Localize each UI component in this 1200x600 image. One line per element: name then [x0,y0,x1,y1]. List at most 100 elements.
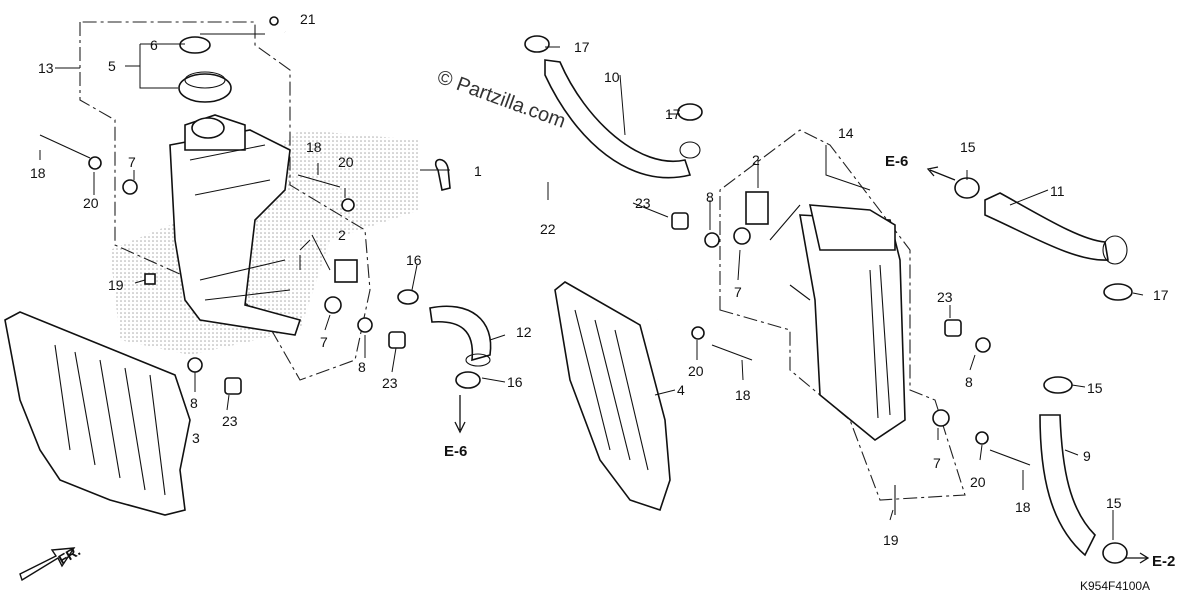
hose-band-part-1 [434,158,451,191]
callout-10: 10 [604,69,620,85]
callout-8-b: 8 [190,395,198,411]
callout-8-a: 8 [358,359,366,375]
left-shroud-part-3 [4,311,191,516]
callout-7-a: 7 [128,154,136,170]
callout-1: 1 [474,163,482,179]
hose-12-end [465,353,491,367]
front-arrow-icon [19,547,76,582]
left-shroud-louver-1 [54,344,166,496]
right-radiator-core [869,264,891,419]
callout-8-d: 8 [965,374,973,390]
washer-part-20-b [341,198,355,212]
bolt-part-18-d [989,449,1031,466]
hose-part-10 [544,59,692,179]
front-marker-label: FR. [56,542,84,567]
radiator-cap-top [184,71,226,89]
callout-3: 3 [192,430,200,446]
hose-10-end [679,141,701,159]
clamp-part-15-top [954,177,980,199]
callout-18-c: 18 [735,387,751,403]
callout-7-d: 7 [933,455,941,471]
diagram-code: K954F4100A [1080,579,1150,593]
callout-14: 14 [838,125,854,141]
clamp-part-16-top [397,289,419,305]
callout-11: 11 [1050,183,1065,199]
grommet-part-7-d [932,409,950,427]
leader-lines [39,33,1144,540]
callout-23-d: 23 [937,289,953,305]
bolt-part-18-a [39,134,91,159]
clamp-part-15-mid [1043,376,1073,394]
spacer-part-23-c [671,212,689,230]
left-radiator-inner [189,144,291,301]
callout-8-c: 8 [706,189,714,205]
clamp-part-15-bottom [1102,542,1128,564]
callout-7-b: 7 [320,334,328,350]
washer-part-20-c [691,326,705,340]
collar-part-8-d [975,337,991,353]
cushion-part-2-b [745,191,769,225]
washer-part-20-d [975,431,989,445]
callout-20-b: 20 [338,154,354,170]
callout-20-c: 20 [688,363,704,379]
right-radiator-tank [808,204,896,251]
callout-15-a: 15 [960,139,976,155]
grommet-part-7-b [324,296,342,314]
callout-18-d: 18 [1015,499,1031,515]
hose-clip-part-21 [269,16,279,26]
callout-23-c: 23 [635,195,651,211]
callout-18-b: 18 [306,139,322,155]
callout-15-c: 15 [1106,495,1122,511]
cushion-part-2-a [334,259,358,283]
clamp-part-17-top [524,35,550,53]
callout-20-d: 20 [970,474,986,490]
ref-e2: E-2 [1152,553,1175,570]
callout-2-a: 2 [338,227,346,243]
cap-seal-part-6 [179,36,211,54]
collar-part-8-a [357,317,373,333]
ref-e2-arrow [1125,552,1150,564]
clamp-part-17-mid [677,103,703,121]
clip-part-19-a [144,273,156,285]
callout-16-a: 16 [406,252,422,268]
center-shroud-part-4 [554,281,671,512]
spacer-part-23-b [224,377,242,395]
callout-22: 22 [540,221,556,237]
grommet-part-7-c [733,227,751,245]
hose-part-9 [1039,414,1096,557]
callout-17-b: 17 [665,106,681,122]
callout-20-a: 20 [83,195,99,211]
hose-part-11 [984,192,1109,261]
callout-19-b: 19 [883,532,899,548]
hose-11-end [1102,235,1128,265]
callout-9: 9 [1083,448,1091,464]
callout-23-b: 23 [222,413,238,429]
callout-13: 13 [38,60,54,76]
bolt-part-18-c [711,344,753,361]
callout-5: 5 [108,58,116,74]
ref-e6-left-arrow [454,395,466,434]
callout-7-c: 7 [734,284,742,300]
clamp-part-17-right [1103,283,1133,301]
assembly-outline-right [719,129,966,501]
callout-2-b: 2 [752,152,760,168]
spacer-part-23-a [388,331,406,349]
overflow-hose-inner [284,30,659,321]
radiator-cap-neck [191,117,225,139]
callout-4: 4 [677,382,685,398]
callout-21: 21 [300,11,316,27]
callout-15-b: 15 [1087,380,1103,396]
grommet-part-7-a [122,179,138,195]
washer-part-20-a [88,156,102,170]
callout-17-c: 17 [1153,287,1169,303]
spacer-part-23-d [944,319,962,337]
bolt-part-18-b [297,174,341,188]
collar-part-8-c [704,232,720,248]
callout-18-a: 18 [30,165,46,181]
collar-part-8-b [187,357,203,373]
center-shroud-louvers [574,309,649,471]
callout-23-a: 23 [382,375,398,391]
ref-e6-left: E-6 [444,443,467,460]
ref-e6-top: E-6 [885,153,908,170]
